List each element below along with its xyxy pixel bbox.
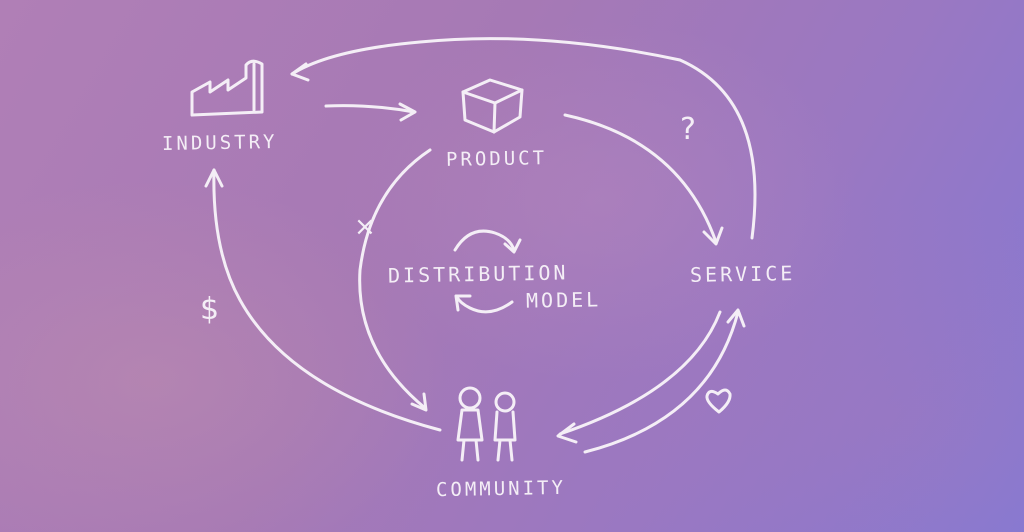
factory-icon: [190, 59, 264, 117]
people-icon: [456, 386, 517, 462]
arrow-service-to-community: [556, 310, 722, 444]
money-annotation: $: [200, 292, 220, 327]
box-icon: [461, 78, 524, 134]
arrow-product-to-community: [358, 148, 432, 412]
arrow-product-to-service: [563, 113, 724, 246]
arrow-industry-to-product: [324, 102, 417, 122]
node-industry: INDUSTRY: [161, 130, 278, 156]
node-community: COMMUNITY: [435, 476, 567, 502]
arrow-community-to-industry: [204, 168, 442, 432]
question-annotation: ?: [680, 112, 696, 147]
center-label-model: MODEL: [525, 287, 602, 313]
node-service: SERVICE: [689, 261, 796, 287]
cycle-arrow-bottom: [454, 294, 514, 314]
center-label-distribution: DISTRIBUTION: [387, 260, 569, 288]
cycle-arrow-top: [453, 229, 522, 254]
arrow-community-to-service: [583, 308, 746, 454]
node-product: PRODUCT: [445, 147, 548, 171]
arrow-service-to-industry: [290, 37, 757, 240]
heart-icon: [705, 388, 732, 414]
cross-annotation: ×: [354, 212, 376, 242]
